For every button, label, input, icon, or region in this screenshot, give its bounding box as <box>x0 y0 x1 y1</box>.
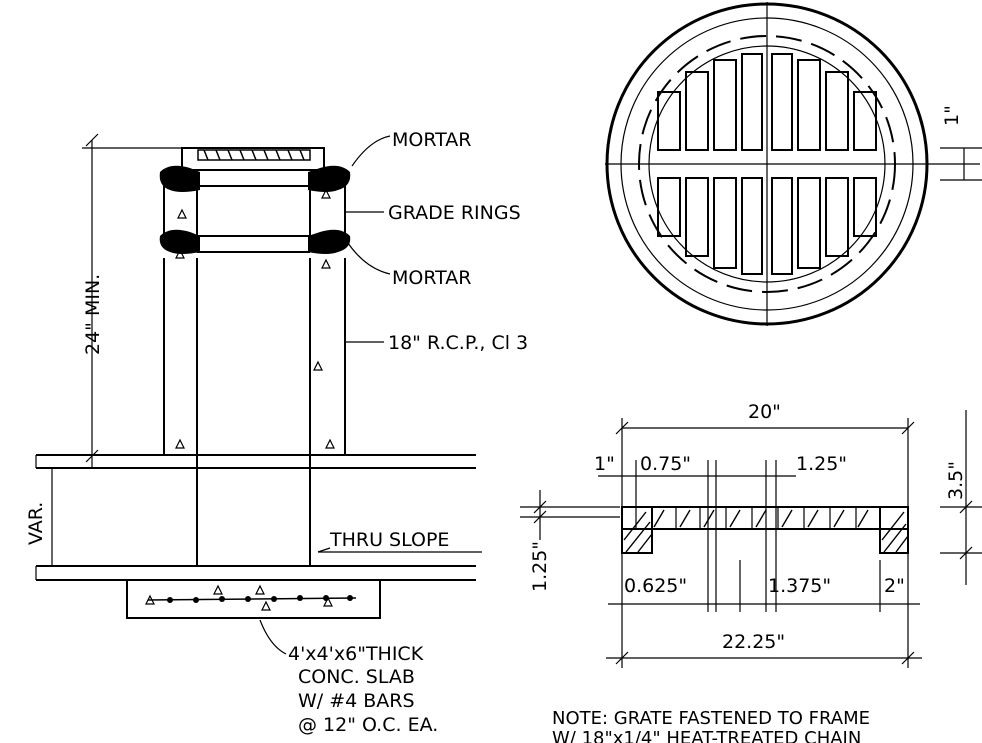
slot-width-label: 1.25" <box>796 453 847 475</box>
min-depth-label: 24" MIN. <box>82 274 104 355</box>
pavement-lines <box>35 454 476 581</box>
bar-spacing-label: 1.375" <box>768 575 831 597</box>
leaders <box>259 135 482 655</box>
mortar-bottom-label: MORTAR <box>392 267 472 289</box>
bar-width-label: 0.75" <box>640 453 691 475</box>
note-line-1: NOTE: GRATE FASTENED TO FRAME <box>552 708 870 729</box>
frame-dimension-lines <box>520 410 982 668</box>
slab-line-1: 4'x4'x6"THICK <box>288 643 424 665</box>
plan-dimension: 1" <box>940 105 982 181</box>
pipe-label: 18" R.C.P., Cl 3 <box>388 332 528 354</box>
slab-note: 4'x4'x6"THICK CONC. SLAB W/ #4 BARS @ 12… <box>288 643 438 736</box>
slab-line-2: CONC. SLAB <box>298 666 415 688</box>
frame-width-label: 20" <box>748 401 781 423</box>
depth-dimension: 24" MIN. <box>82 133 182 468</box>
frame-bar-dividers <box>675 507 857 529</box>
mortar-joints <box>159 165 351 254</box>
grate-depth-label: 1.25" <box>529 541 551 592</box>
overall-width-label: 22.25" <box>722 631 785 653</box>
grate-note: NOTE: GRATE FASTENED TO FRAME W/ 18"x1/4… <box>552 708 870 743</box>
plan-one-inch-label: 1" <box>941 105 963 126</box>
pipe-walls <box>163 248 346 567</box>
frame-height-label: 3.5" <box>945 461 967 500</box>
one-inch-label: 1" <box>594 453 615 475</box>
frame-grate-section <box>181 147 325 171</box>
grate-slots <box>657 53 877 275</box>
grade-rings-label: GRADE RINGS <box>388 202 521 224</box>
concrete-slab <box>126 579 381 619</box>
grade-rings <box>163 169 346 253</box>
slab-line-4: @ 12" O.C. EA. <box>298 714 438 736</box>
frame-hatching <box>623 509 909 553</box>
slab-line-3: W/ #4 BARS <box>298 690 415 712</box>
edge-offset-label: 0.625" <box>624 575 687 597</box>
thru-slope-label: THRU SLOPE <box>329 529 449 551</box>
frame-bar <box>621 506 909 530</box>
rim-width-label: 2" <box>884 575 905 597</box>
note-line-2: W/ 18"x1/4" HEAT-TREATED CHAIN <box>552 728 861 743</box>
var-dimension: VAR. <box>25 502 47 545</box>
section-view: 24" MIN. VAR. MORTAR GRADE RINGS MORTAR … <box>25 129 528 736</box>
mortar-top-label: MORTAR <box>392 129 472 151</box>
grate-plan-view: 1" <box>605 2 982 326</box>
var-label: VAR. <box>25 502 47 545</box>
frame-section-view: 20" 1" 0.75" 1.25" 3.5" 1.25" 0.625" 1.3… <box>520 401 982 668</box>
